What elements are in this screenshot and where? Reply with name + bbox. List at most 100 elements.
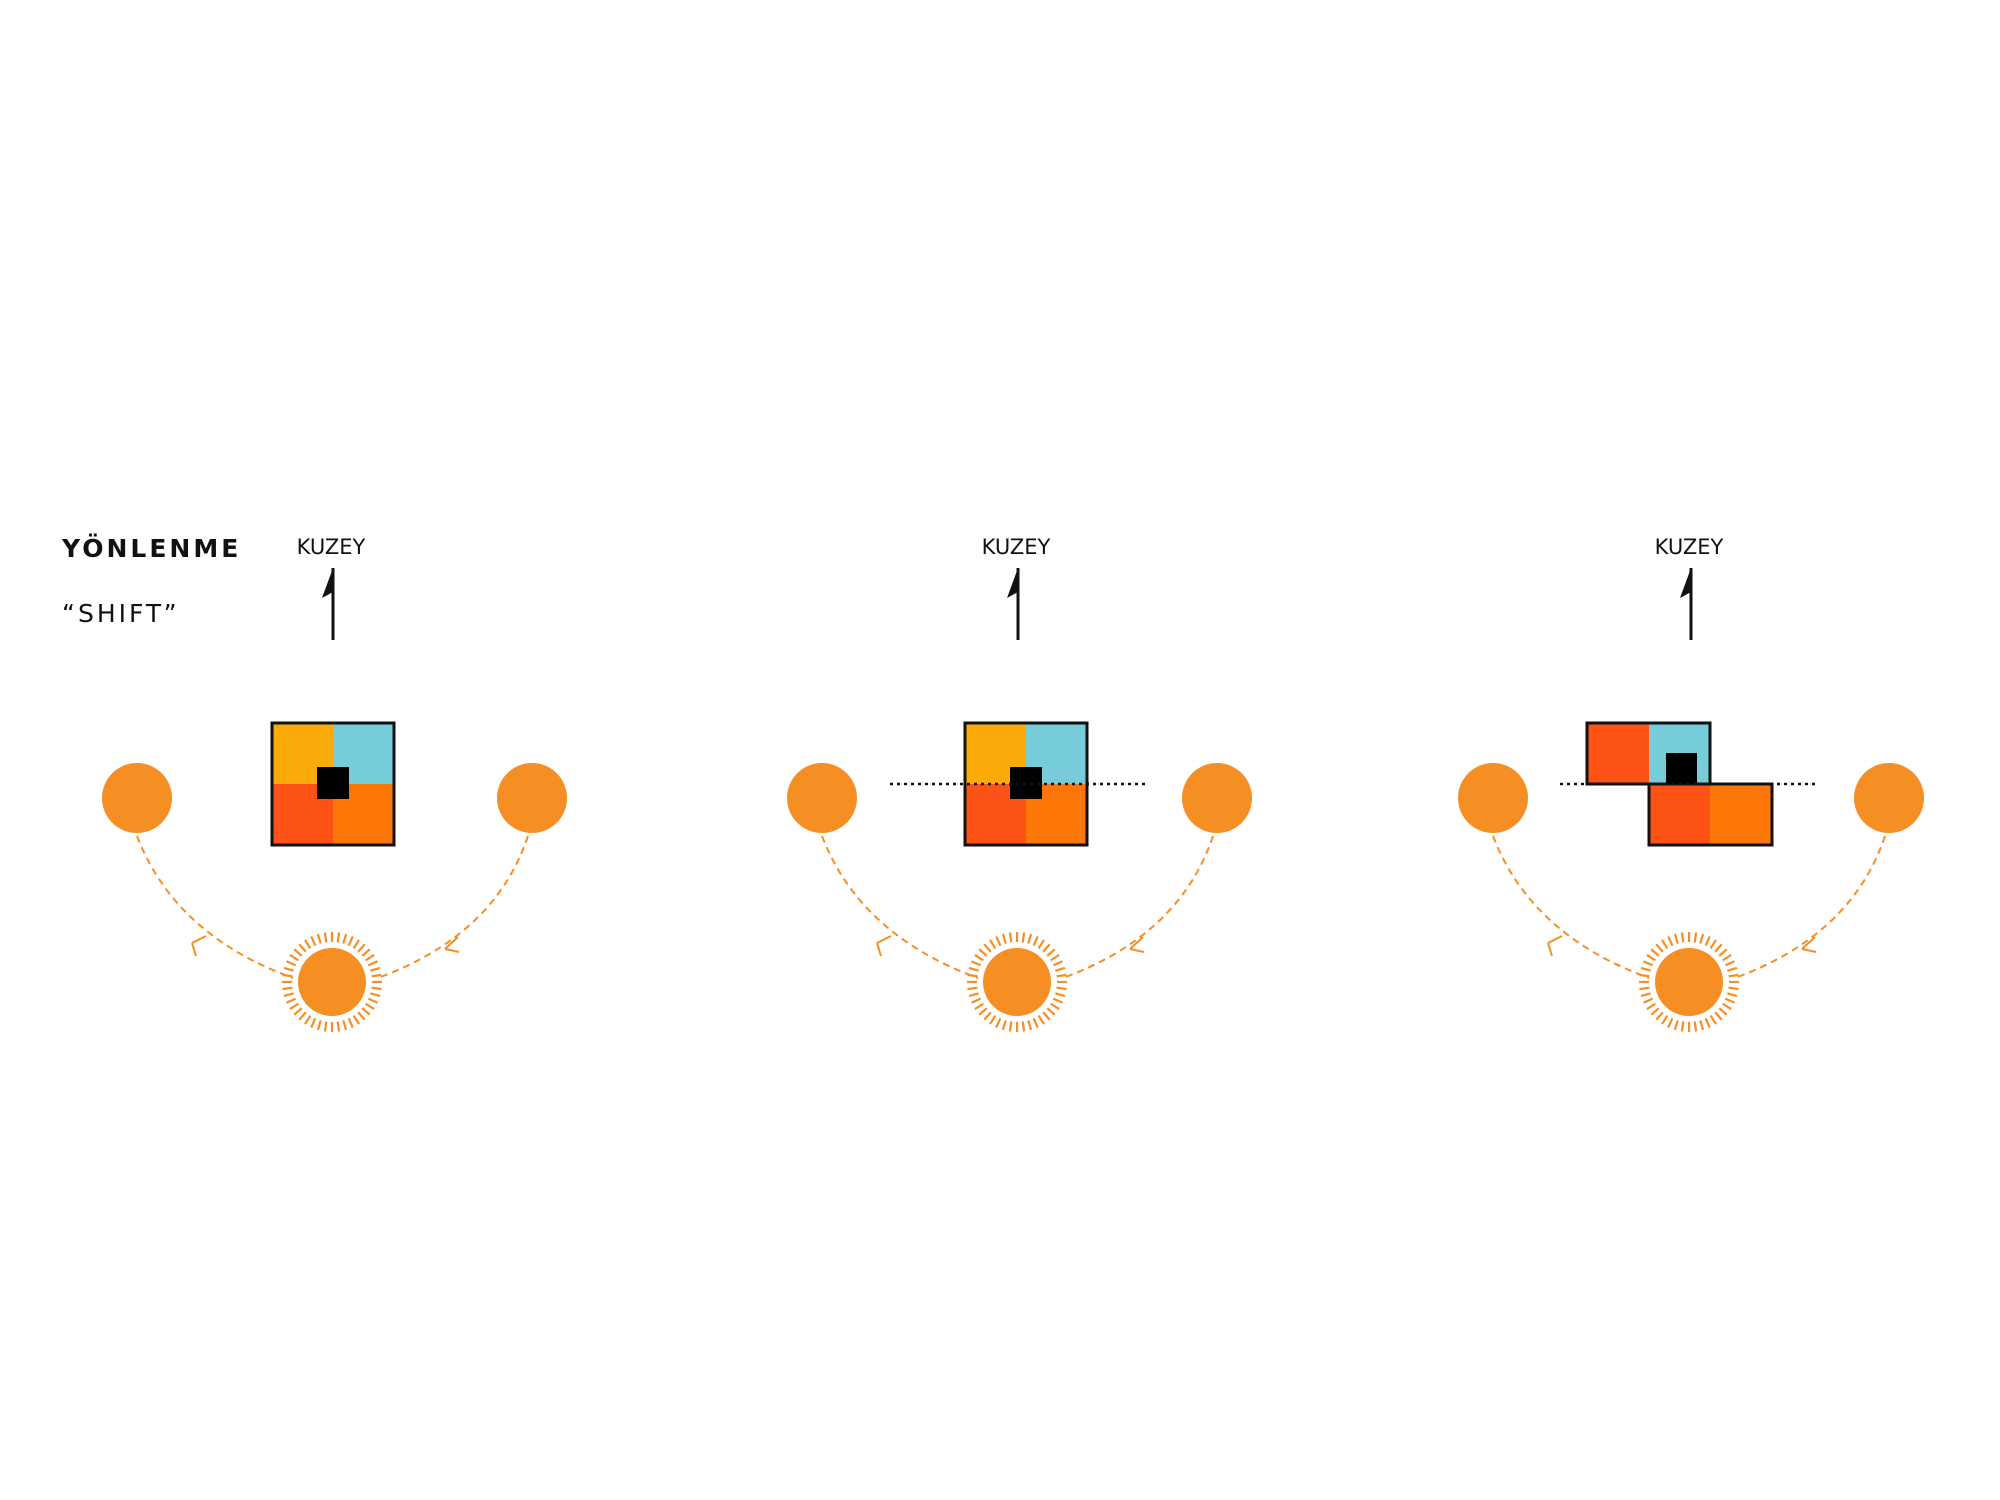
sun-ray — [283, 966, 294, 972]
block-red — [1587, 723, 1649, 784]
sun-ray — [1021, 1021, 1026, 1032]
sun-ray — [1714, 943, 1723, 953]
sun-ray — [1704, 936, 1711, 947]
north-label: KUZEY — [297, 535, 366, 559]
sun-ray — [1693, 1021, 1698, 1032]
panel-2: KUZEY — [787, 535, 1252, 1032]
sun-ray — [310, 936, 317, 947]
sun-ray — [1001, 1020, 1007, 1031]
sun-path-left — [821, 835, 979, 979]
panel-1: KUZEY — [102, 535, 567, 1032]
sun-disc — [983, 948, 1051, 1016]
arrow-head-right — [1801, 936, 1817, 953]
sun-ray — [1027, 933, 1033, 944]
sun-ray — [365, 954, 375, 962]
sun-ray — [347, 1017, 354, 1028]
north-arrow-icon — [1007, 568, 1020, 640]
sun-ray — [1052, 960, 1063, 967]
sun-ray — [1673, 1020, 1679, 1031]
sun-ray — [1055, 966, 1066, 972]
north-label: KUZEY — [1655, 535, 1724, 559]
sun-ray — [1722, 1002, 1732, 1010]
sun-ray — [995, 936, 1002, 947]
sun-ray — [361, 948, 371, 957]
sun-ray — [1709, 939, 1717, 949]
sun-ray — [1639, 973, 1650, 978]
sun-ray — [286, 960, 297, 967]
sun-ray — [342, 933, 348, 944]
sun-ray — [995, 1017, 1002, 1028]
sun-ray — [1728, 986, 1739, 991]
arrow-head-left — [876, 935, 892, 957]
sun-disc — [298, 948, 366, 1016]
sun-ray — [974, 1002, 984, 1010]
sun-ray — [1640, 992, 1651, 998]
sun-ray — [323, 1021, 328, 1032]
sun-ray — [1643, 960, 1654, 967]
sun-ray — [370, 992, 381, 998]
sun-path-right — [1062, 835, 1214, 979]
sun-ray — [1727, 992, 1738, 998]
sun-ray — [367, 997, 378, 1004]
north-label: KUZEY — [982, 535, 1051, 559]
sun-ray — [1640, 966, 1651, 972]
sun-ray — [336, 1021, 341, 1032]
sun-ray — [974, 954, 984, 962]
sun-ray — [1714, 1011, 1723, 1021]
sun-ray — [365, 1002, 375, 1010]
sun-icon — [1639, 932, 1739, 1032]
north-arrow-icon — [1680, 568, 1693, 640]
sun-ray — [1050, 1002, 1060, 1010]
sun-ray — [971, 997, 982, 1004]
sun-path-left — [1492, 835, 1650, 979]
sun-ray — [310, 1017, 317, 1028]
sun-ray — [370, 966, 381, 972]
sun-position-circle-left — [1458, 763, 1528, 833]
sun-ray — [1661, 939, 1669, 949]
sun-ray — [289, 954, 299, 962]
sun-position-circle-right — [1854, 763, 1924, 833]
sun-ray — [283, 992, 294, 998]
building-block-shifted — [1585, 721, 1774, 847]
sun-ray — [1718, 948, 1728, 957]
sun-ray — [967, 973, 978, 978]
sun-ray — [357, 943, 366, 953]
sun-ray — [1050, 954, 1060, 962]
arrow-head-left — [191, 935, 207, 957]
sun-ray — [1032, 1017, 1039, 1028]
sun-ray — [983, 1011, 992, 1021]
block-orange — [1710, 784, 1772, 845]
sun-ray — [1655, 943, 1664, 953]
sun-ray — [286, 997, 297, 1004]
north-arrow-icon — [322, 568, 335, 640]
core-square — [317, 767, 349, 799]
sun-ray — [1693, 932, 1698, 943]
sun-ray — [1709, 1015, 1717, 1025]
sun-ray — [1646, 1002, 1656, 1010]
sun-ray — [1055, 992, 1066, 998]
sun-position-circle-left — [102, 763, 172, 833]
block-outline-lower — [1647, 782, 1774, 847]
sun-ray — [1704, 1017, 1711, 1028]
sun-ray — [983, 943, 992, 953]
sun-ray — [316, 933, 322, 944]
sun-ray — [968, 992, 979, 998]
sun-ray — [978, 1007, 988, 1016]
sun-ray — [1639, 986, 1650, 991]
sun-ray — [336, 932, 341, 943]
sun-ray — [304, 1015, 312, 1025]
sun-ray — [989, 1015, 997, 1025]
sun-ray — [1728, 973, 1739, 978]
sun-ray — [1661, 1015, 1669, 1025]
sun-disc — [1655, 948, 1723, 1016]
sun-ray — [1032, 936, 1039, 947]
sun-ray — [1046, 1007, 1056, 1016]
sun-ray — [1042, 943, 1051, 953]
sun-ray — [361, 1007, 371, 1016]
sun-ray — [1699, 933, 1705, 944]
sun-ray — [367, 960, 378, 967]
sun-path-left — [136, 835, 294, 979]
sun-ray — [1722, 954, 1732, 962]
sun-ray — [352, 939, 360, 949]
